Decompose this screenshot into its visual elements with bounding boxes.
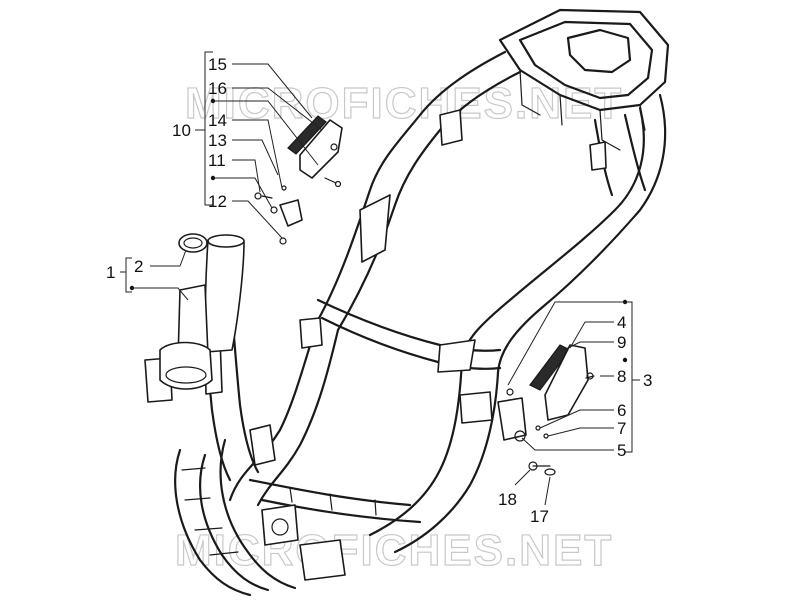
callout-9: 9 xyxy=(617,333,626,352)
callout-13: 13 xyxy=(208,131,227,150)
callout-16: 16 xyxy=(208,79,227,98)
callout-1: 1 xyxy=(106,263,115,282)
callout-4: 4 xyxy=(617,313,626,332)
parts-group-10 xyxy=(254,115,343,245)
scooter-frame xyxy=(144,8,670,597)
callout-3: 3 xyxy=(643,371,652,390)
watermark-bottom: MICROFICHES.NET xyxy=(175,526,613,575)
leader-lines xyxy=(120,51,640,506)
callout-2: 2 xyxy=(134,257,143,276)
callout-15: 15 xyxy=(208,55,227,74)
callout-17: 17 xyxy=(530,507,549,526)
callout-6: 6 xyxy=(617,401,626,420)
callout-10: 10 xyxy=(172,121,191,140)
watermark-top: MICROFICHES.NET xyxy=(185,79,623,128)
callout-12: 12 xyxy=(208,192,227,211)
callout-7: 7 xyxy=(617,419,626,438)
callout-14: 14 xyxy=(208,111,227,130)
callout-8: 8 xyxy=(617,367,626,386)
callout-labels: 15 16 14 10 13 11 12 2 1 4 9 8 3 6 7 5 1… xyxy=(106,55,652,526)
callout-5: 5 xyxy=(617,441,626,460)
callout-11: 11 xyxy=(208,151,226,170)
parts-group-1 xyxy=(159,233,245,390)
callout-18: 18 xyxy=(498,490,517,509)
